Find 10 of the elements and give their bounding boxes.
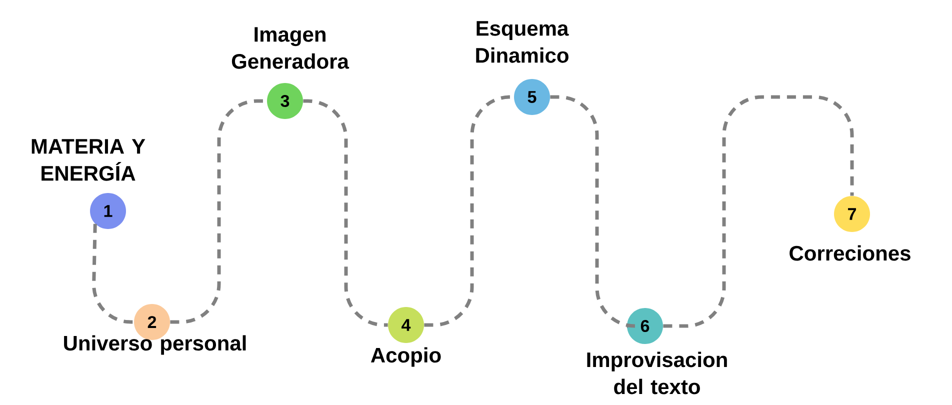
- step-label: MATERIA Y ENERGÍA: [32, 139, 146, 181]
- dashed-path: [92, 224, 134, 324]
- dashed-path: [663, 95, 854, 328]
- step-label: Improvisacion del texto: [587, 352, 727, 394]
- dashed-path: [550, 95, 637, 328]
- dashed-path: [303, 99, 388, 327]
- step-label: Correciones: [790, 245, 910, 261]
- step-label: Esquema Dinamico: [476, 21, 569, 63]
- step-label: Acopio: [370, 347, 441, 367]
- step-label: Imagen Generadora: [232, 27, 350, 69]
